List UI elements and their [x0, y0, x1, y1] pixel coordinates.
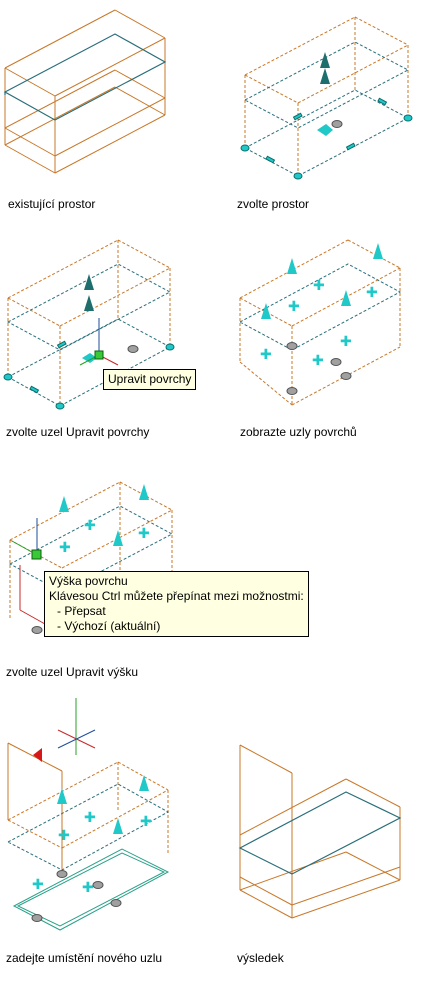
node-grip-icon: [55, 402, 65, 410]
edge-grip-icon: [29, 385, 40, 394]
tooltip-option-override: - Přepsat: [57, 604, 106, 618]
triangle-grip-icon: [113, 818, 123, 834]
plus-grip-icon: ✚: [58, 828, 70, 844]
node-grip-icon: [165, 343, 175, 351]
grips-step5: ✚ ✚ ✚: [11, 484, 150, 634]
triangle-grip-icon: [287, 258, 297, 274]
box-step6: [7, 742, 63, 870]
node-grip-icon: [240, 144, 250, 152]
node-grip-icon: [110, 899, 122, 907]
box-existing: [4, 9, 166, 174]
plus-grip-icon: ✚: [140, 814, 152, 830]
box-step4: [239, 239, 401, 406]
tooltip-text: Upravit povrchy: [108, 372, 192, 386]
node-grip-icon: [403, 114, 413, 122]
node-grip-icon: [56, 870, 68, 878]
triangle-grip-icon: [320, 52, 330, 68]
node-grip-icon: [286, 387, 298, 395]
caption-place-new-node: zadejte umístění nového uzlu: [6, 951, 163, 965]
tooltip-hint: Klávesou Ctrl můžete přepínat mezi možno…: [49, 589, 304, 603]
planes-step4: [238, 263, 402, 351]
triangle-grip-icon: [84, 295, 94, 311]
plus-grip-icon: ✚: [84, 518, 96, 534]
triangle-grip-icon: [59, 496, 69, 512]
plus-grip-icon: ✚: [340, 334, 352, 350]
planes-selected: [243, 41, 410, 177]
tooltip-option-default: - Výchozí (aktuální): [57, 619, 161, 633]
plus-grip-icon: ✚: [366, 285, 378, 301]
caption-existing-space: existující prostor: [8, 197, 96, 211]
plus-grip-icon: ✚: [313, 278, 325, 294]
edge-grip-icon: [56, 340, 67, 349]
triangle-grip-icon: [139, 775, 149, 791]
box-step3: [7, 239, 171, 406]
planes-step6: [6, 783, 170, 871]
node-grip-icon: [31, 914, 43, 922]
ucs-axis-z: [57, 729, 96, 749]
box-step6-dashed: [7, 761, 169, 855]
node-grip-icon: [3, 373, 13, 381]
edge-grip-icon: [345, 142, 356, 151]
triangle-grip-icon: [320, 68, 330, 84]
plus-grip-icon: ✚: [82, 880, 94, 896]
node-grip-icon: [331, 120, 343, 128]
plus-grip-icon: ✚: [312, 353, 324, 369]
diamond-grip-icon: [82, 353, 97, 363]
plus-grip-icon: ✚: [138, 526, 150, 542]
triangle-grip-icon: [113, 530, 123, 546]
caption-show-surface-nodes: zobrazte uzly povrchů: [240, 425, 357, 439]
node-grip-icon: [127, 345, 139, 353]
node-grip-icon: [286, 342, 298, 350]
caption-result: výsledek: [237, 951, 284, 965]
edge-grip-icon: [377, 97, 388, 106]
caption-select-space: zvolte prostor: [237, 197, 310, 211]
plus-grip-icon: ✚: [59, 540, 71, 556]
plus-grip-icon: ✚: [260, 347, 272, 363]
tooltip-surface-height: Výška povrchu Klávesou Ctrl můžete přepí…: [44, 571, 309, 637]
triangle-grip-icon: [261, 303, 271, 319]
node-grip-icon: [340, 372, 352, 380]
node-grip-icon: [293, 172, 303, 180]
triangle-grip-icon: [57, 788, 67, 804]
edge-grip-icon: [292, 112, 303, 121]
plane-existing: [3, 33, 167, 121]
cursor-grip-icon: [31, 549, 42, 560]
planes-step3: [6, 263, 172, 407]
plus-grip-icon: ✚: [32, 877, 44, 893]
cursor-grip-icon: [94, 350, 104, 360]
grips-step4: ✚ ✚ ✚ ✚ ✚ ✚: [260, 243, 383, 395]
triangle-grip-icon: [84, 274, 94, 290]
plane-result: [238, 791, 402, 875]
diamond-grip-icon: [317, 124, 333, 136]
node-grip-icon: [92, 881, 104, 889]
node-grip-icon: [31, 626, 43, 634]
edge-grip-icon: [265, 155, 276, 164]
node-grip-icon: [330, 358, 342, 366]
tooltip-title: Výška povrchu: [49, 574, 128, 588]
triangle-grip-icon: [341, 290, 351, 306]
grips-step6: ✚ ✚ ✚ ✚ ✚: [31, 698, 152, 922]
triangle-grip-icon: [139, 484, 149, 500]
triangle-grip-icon: [373, 243, 383, 259]
tooltip-modify-surfaces: Upravit povrchy: [103, 369, 197, 390]
red-arrow-icon: [33, 748, 42, 762]
grips-selected: [240, 52, 413, 180]
grips-step3: [3, 274, 175, 410]
plus-grip-icon: ✚: [84, 810, 96, 826]
caption-select-height-node: zvolte uzel Upravit výšku: [6, 665, 139, 679]
box-result: [239, 744, 401, 919]
plus-grip-icon: ✚: [288, 299, 300, 315]
caption-select-surface-node: zvolte uzel Upravit povrchy: [6, 425, 150, 439]
box-selected: [244, 16, 409, 176]
floor-step6: [12, 848, 170, 931]
